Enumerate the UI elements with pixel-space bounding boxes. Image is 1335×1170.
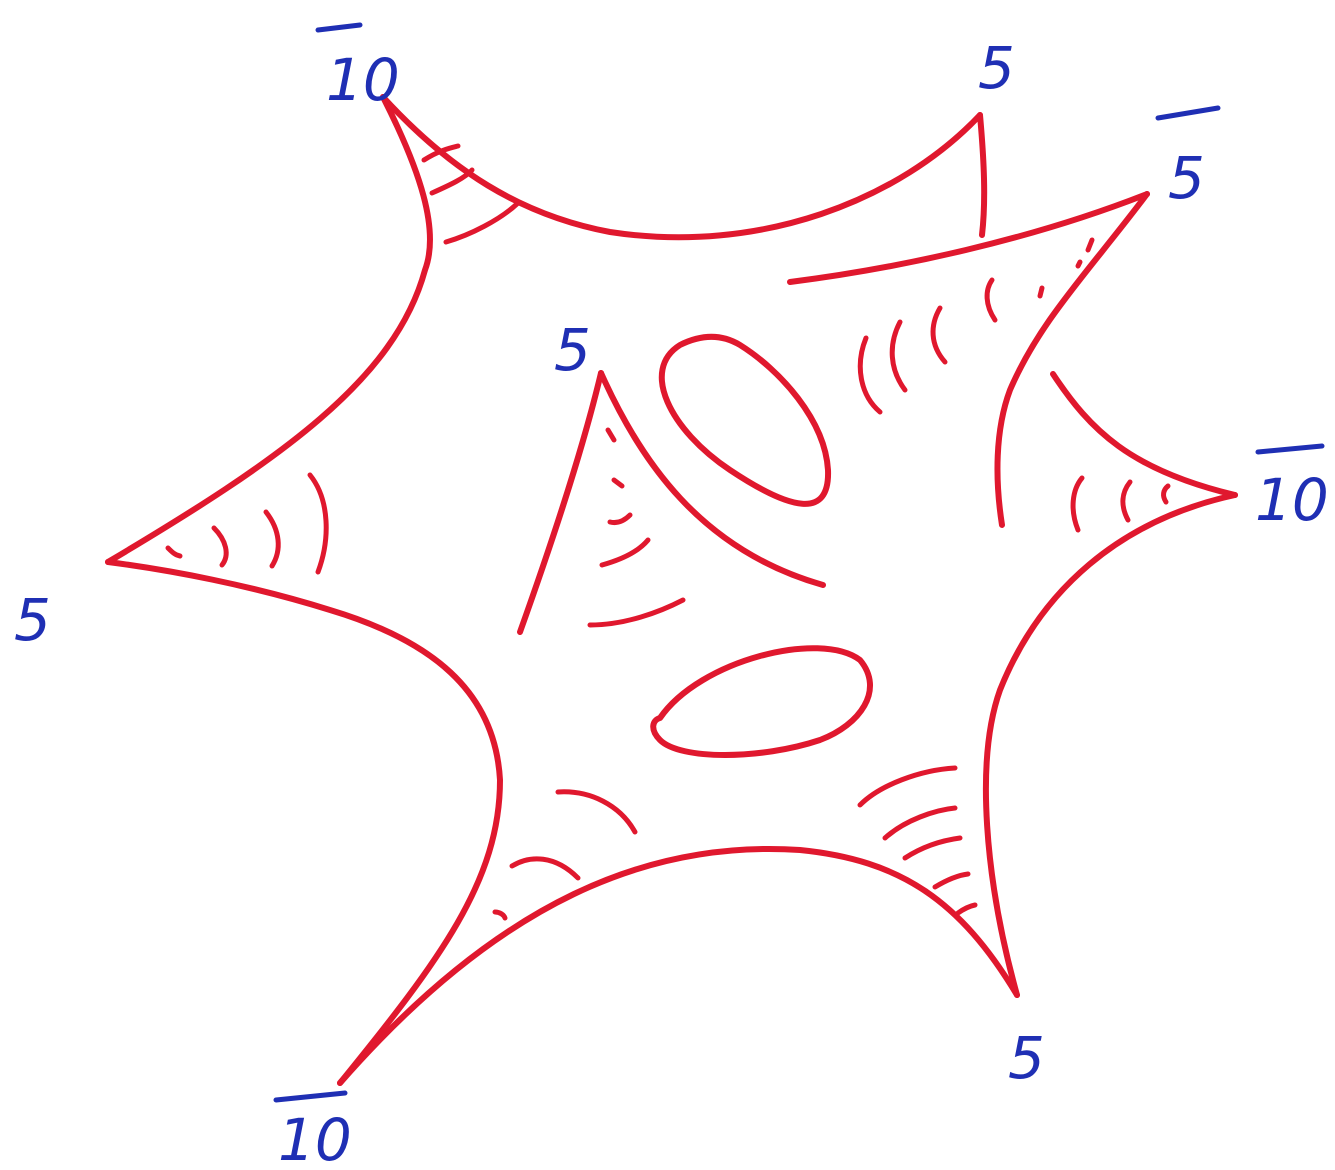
label-bottom-right-text: 5: [1008, 1024, 1045, 1092]
curve-topleft-to-top5: [380, 94, 983, 241]
label-bottom-left-text: 10: [278, 1106, 352, 1170]
curve-right-upper: [1050, 371, 1238, 498]
inner-spike-right: [598, 370, 826, 588]
label-bottom-right: 5: [1008, 1024, 1045, 1092]
label-inner-text: 5: [554, 316, 591, 384]
label-top-right-b: 5: [1155, 105, 1221, 212]
inner-spike: [517, 370, 826, 635]
label-top-right-b-text: 5: [1168, 144, 1205, 212]
label-top-left-text: 10: [326, 46, 400, 114]
curve-topleft-to-left: [105, 94, 433, 565]
hole-upper: [658, 333, 832, 507]
label-left-text: 5: [14, 586, 51, 654]
curve-right-lower: [982, 492, 1238, 998]
curve-bottomright-to-bottomleft: [337, 845, 1020, 1086]
outer-boundary: [105, 94, 1238, 1086]
label-left: 5: [14, 586, 51, 654]
label-right-text: 10: [1255, 466, 1329, 534]
curve-top5-edge: [977, 112, 988, 238]
label-right: 10: [1255, 443, 1329, 534]
curve-bottomleft-to-left: [105, 559, 503, 1086]
hatch-marks: [165, 143, 1171, 921]
label-top-right-a: 5: [978, 34, 1015, 102]
curve-5bar-lower: [994, 191, 1150, 528]
label-top-left: 10: [315, 22, 400, 114]
label-inner: 5: [554, 316, 591, 384]
label-top-right-a-text: 5: [978, 34, 1015, 102]
curve-5bar-upper: [787, 191, 1150, 285]
label-bottom-left: 10: [273, 1090, 352, 1170]
hole-lower: [650, 645, 873, 758]
holes: [650, 333, 873, 758]
inner-spike-left: [517, 370, 604, 635]
labels: 10 5 5 5 5 10 5 10: [14, 22, 1329, 1170]
